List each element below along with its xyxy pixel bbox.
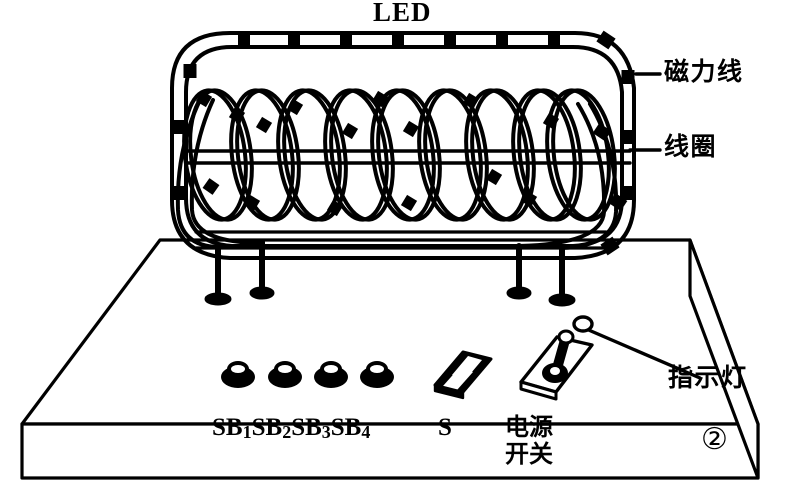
label-magnetic-field-line: 磁力线	[664, 57, 744, 86]
pushbutton-sb3[interactable]	[314, 361, 348, 388]
label-power-switch-line1: 电源	[505, 413, 553, 441]
pushbutton-sb2[interactable]	[268, 361, 302, 388]
coil-mounting-rail	[194, 230, 608, 250]
support-post	[204, 243, 232, 306]
field-line-outer-edge	[170, 31, 636, 260]
pushbutton-sb4[interactable]	[360, 361, 394, 388]
toggle-plate-edge	[519, 380, 558, 401]
toggle-lever-tip	[557, 329, 575, 345]
indicator-lamp	[572, 315, 594, 333]
figure-number: ②	[701, 423, 728, 456]
solenoid-coil	[182, 88, 617, 222]
pushbutton-sb1[interactable]	[221, 361, 255, 388]
support-post	[506, 243, 532, 300]
box-top-face	[20, 238, 760, 426]
power-toggle-switch[interactable]	[519, 329, 594, 401]
magnetic-field-line-loop	[170, 30, 636, 260]
label-pushbutton-row: SB1SB2SB3SB4	[212, 414, 371, 442]
coil-lead-wires	[175, 98, 619, 250]
support-posts	[204, 239, 576, 307]
support-post	[249, 239, 275, 300]
box-front-face	[20, 422, 760, 480]
coil-crossing-marks	[195, 90, 628, 217]
box-right-face	[688, 238, 760, 480]
label-sb1: SB1	[212, 414, 252, 442]
label-slide-switch: S	[438, 414, 452, 441]
slide-switch-s[interactable]	[433, 350, 493, 400]
leader-indicator-lamp	[582, 326, 702, 380]
control-box	[20, 238, 760, 480]
led-core-bar	[184, 149, 632, 165]
label-power-switch: 电源 开关	[505, 414, 553, 468]
label-coil: 线圈	[664, 132, 718, 161]
label-power-switch-line2: 开关	[505, 439, 553, 468]
coil-turns	[182, 88, 617, 222]
label-sb3: SB3	[291, 414, 331, 442]
label-sb2: SB2	[251, 414, 292, 442]
label-led: LED	[373, 0, 432, 27]
label-indicator-lamp: 指示灯	[668, 363, 748, 392]
leader-lines	[582, 72, 702, 380]
label-sb4: SB4	[330, 414, 371, 442]
pushbuttons[interactable]	[221, 361, 394, 388]
